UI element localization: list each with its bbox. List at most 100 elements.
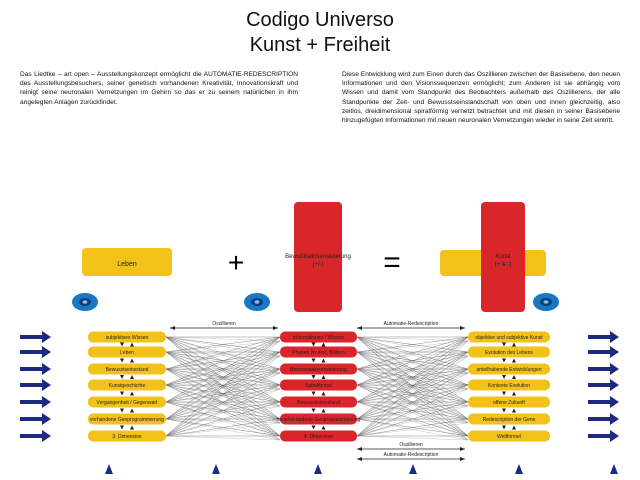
left-side-arrow-head-2	[42, 346, 51, 358]
net-left-link-b-45	[165, 372, 281, 437]
net-right-link-32	[356, 384, 469, 403]
net-left-link-b-8	[165, 340, 281, 353]
right-down-arrow-5	[502, 408, 506, 413]
net-left-link-b-47	[165, 405, 281, 437]
left-side-arrow-shaft-4	[20, 383, 42, 387]
net-left-link-b-48	[165, 422, 281, 437]
middle-pill-1	[280, 331, 357, 343]
automatie-top-label: Automatie-Redescription	[384, 321, 439, 327]
left-pill-1	[88, 331, 166, 343]
right-pill-7	[468, 430, 550, 442]
left-down-arrow-3	[120, 375, 124, 379]
net-left-link-b-25	[165, 384, 281, 390]
net-right-link-b-16	[356, 355, 469, 370]
net-right-link-47	[356, 401, 469, 437]
left-side-arrow-shaft-3	[20, 367, 42, 371]
net-right-link-b-47	[356, 405, 469, 437]
bewusstsein-sign: (+/-)	[312, 262, 323, 268]
title-line-2: Kunst + Freiheit	[249, 34, 391, 56]
net-right-link-b-30	[356, 355, 469, 403]
right-side-arrow-shaft-4	[588, 383, 610, 387]
net-right-link-8	[356, 336, 469, 353]
spiral-icon-3	[533, 293, 559, 311]
net-left-link-8	[165, 336, 281, 353]
middle-pill-label-4: Spiralformel	[305, 383, 332, 389]
net-left-link-37	[165, 351, 281, 420]
middle-pill-label-6: neue/veränderte Genprogrammierung	[277, 417, 361, 423]
right-pill-label-6: Redescription der Gene	[483, 417, 536, 423]
left-side-arrow-shaft-7	[20, 434, 42, 438]
net-right-link-44	[356, 351, 469, 437]
left-side-arrow-head-3	[42, 363, 51, 375]
right-pill-4	[468, 379, 550, 391]
net-left-link-b-1	[165, 336, 281, 342]
spiral-icon-2	[244, 293, 270, 311]
net-right-link-b-36	[356, 340, 469, 420]
left-pill-label-2: Leben	[120, 350, 134, 356]
net-left-link-b-23	[165, 355, 281, 386]
net-left-link-b-29	[165, 340, 281, 403]
middle-down-arrow-2	[311, 358, 316, 363]
leben-label: Leben	[117, 261, 137, 268]
kunst-label: Kunst	[495, 254, 511, 260]
middle-down-arrow-6	[311, 425, 316, 430]
left-down-arrow-2	[120, 358, 124, 363]
net-left-link-b-49	[165, 435, 281, 441]
left-pill-6	[88, 413, 166, 425]
right-pill-6	[468, 413, 550, 425]
right-side-arrow-head-2	[610, 346, 619, 358]
net-left-link-b-32	[165, 388, 281, 403]
oszillieren-top-label: Oszillieren	[212, 321, 236, 327]
net-right-link-b-49	[356, 435, 469, 441]
right-down-arrow-6	[502, 425, 506, 430]
right-pill-label-4: Konkrete Evolution	[488, 383, 530, 389]
net-right-link-45	[356, 368, 469, 437]
right-up-arrow-6	[512, 425, 516, 430]
right-side-arrow-shaft-1	[588, 335, 610, 339]
middle-pill-2	[280, 346, 357, 358]
plus-sign: +	[228, 247, 244, 278]
net-left-link-48	[165, 418, 281, 437]
equals-sign: =	[383, 246, 401, 279]
middle-up-arrow-2	[321, 358, 326, 363]
net-right-link-30	[356, 351, 469, 403]
middle-pill-label-2: Phasen (in den) Bildern	[292, 350, 344, 356]
left-pill-2	[88, 346, 166, 358]
net-right-link-23	[356, 351, 469, 386]
middle-pill-5	[280, 396, 357, 408]
middle-pill-4	[280, 379, 357, 391]
right-side-arrow-head-6	[610, 413, 619, 425]
bottom-triangle-2	[212, 464, 220, 474]
left-up-arrow-3	[130, 375, 134, 379]
right-side-arrow-shaft-7	[588, 434, 610, 438]
net-right-link-b-15	[356, 340, 469, 370]
middle-pill-3	[280, 363, 357, 375]
net-left-link-22	[165, 336, 281, 386]
net-right-link-b-37	[356, 355, 469, 420]
right-pill-label-5: offene Zukunft	[493, 400, 525, 406]
net-right-link-15	[356, 336, 469, 370]
right-down-arrow-1	[502, 342, 506, 347]
right-down-arrow-2	[502, 358, 506, 363]
net-left-link-39	[165, 384, 281, 420]
left-down-arrow-6	[120, 425, 124, 430]
net-right-link-48	[356, 418, 469, 437]
right-pill-5	[468, 396, 550, 408]
middle-up-arrow-4	[321, 391, 326, 396]
intro-paragraph-right: Diese Entwicklung wird zum Einen durch d…	[342, 71, 620, 125]
left-down-arrow-1	[120, 342, 124, 347]
left-side-arrow-shaft-2	[20, 350, 42, 354]
net-left-link-30	[165, 351, 281, 403]
middle-up-arrow-3	[321, 375, 326, 379]
net-right-link-b-25	[356, 384, 469, 390]
net-right-link-36	[356, 336, 469, 420]
net-right-link-16	[356, 351, 469, 370]
right-pill-2	[468, 346, 550, 358]
net-left-link-b-15	[165, 340, 281, 370]
net-left-link-15	[165, 336, 281, 370]
right-down-arrow-4	[502, 391, 506, 396]
net-left-link-b-39	[165, 388, 281, 420]
net-left-link-32	[165, 384, 281, 403]
